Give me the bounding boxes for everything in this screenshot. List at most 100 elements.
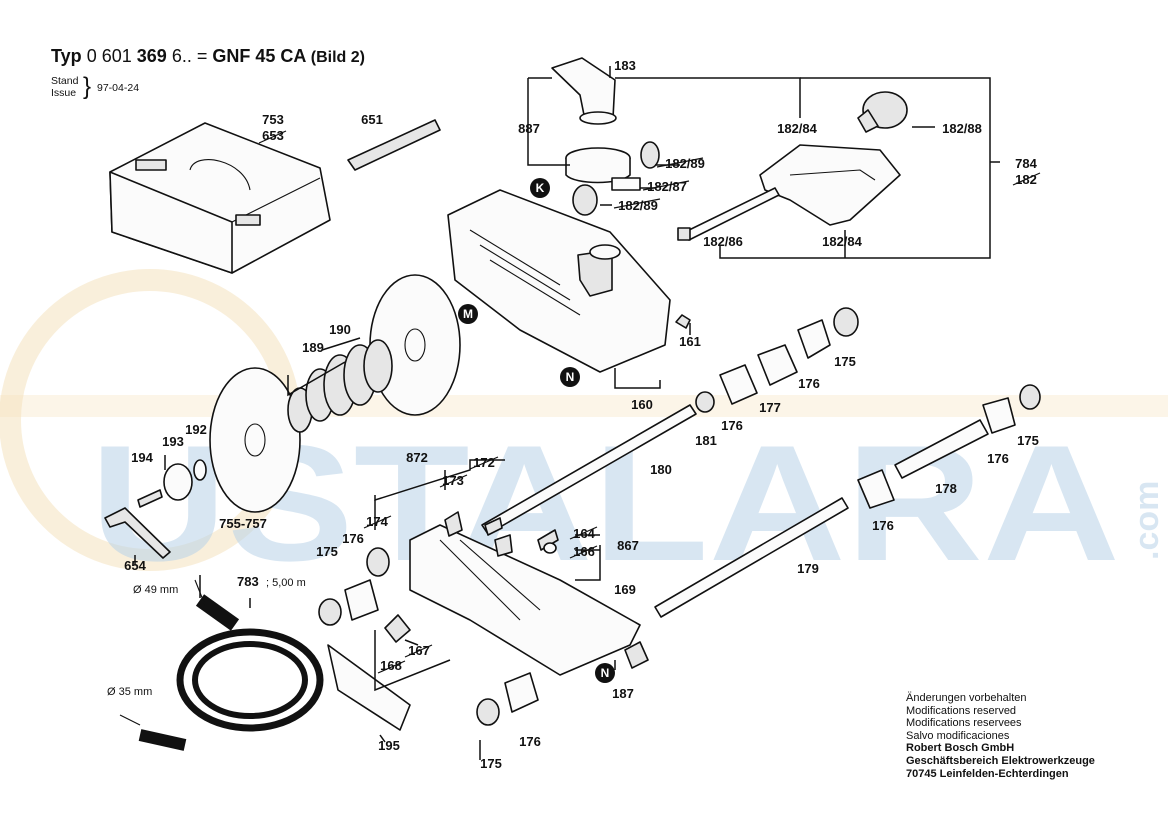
flange — [163, 463, 193, 501]
auxiliary-handle — [677, 91, 908, 241]
label-166: 166 — [573, 544, 595, 559]
label-175-b: 175 — [1017, 433, 1039, 448]
label-160: 160 — [631, 397, 653, 412]
label-167: 167 — [408, 643, 430, 658]
label-176-c: 176 — [987, 451, 1009, 466]
label-176-e: 176 — [342, 531, 364, 546]
base-frame — [327, 511, 649, 731]
notice-division: Geschäftsbereich Elektrowerkzeuge — [906, 754, 1095, 767]
label-193: 193 — [162, 434, 184, 449]
dust-port — [551, 57, 616, 121]
leader-lines — [134, 66, 1000, 760]
label-169: 169 — [614, 582, 636, 597]
page-title: Typ 0 601 369 6.. = GNF 45 CA (Bild 2) — [51, 46, 365, 67]
label-178: 178 — [935, 481, 957, 496]
label-653: 653 — [262, 128, 284, 143]
label-176-b: 176 — [721, 418, 743, 433]
label-187: 187 — [612, 686, 634, 701]
label-195: 195 — [378, 738, 400, 753]
carry-case — [109, 122, 331, 274]
hose-diameter-small: Ø 35 mm — [107, 686, 152, 698]
hose-diameter-large: Ø 49 mm — [133, 584, 178, 596]
notice-address: 70745 Leinfelden-Echterdingen — [906, 767, 1069, 780]
hose-labels: 783 ; 5,00 m Ø 49 mm Ø 35 mm — [107, 574, 306, 698]
label-177: 177 — [759, 400, 781, 415]
diamond-blades — [209, 274, 461, 513]
notice-company: Robert Bosch GmbH — [906, 742, 1015, 755]
svg-text:N: N — [601, 666, 610, 680]
shaft-179 — [654, 497, 849, 618]
svg-text:M: M — [463, 307, 473, 321]
chisel — [347, 119, 441, 171]
label-176-a: 176 — [798, 376, 820, 391]
part-labels: 753 653 651 183 887 182/84 182/88 182/89… — [124, 58, 1039, 771]
marker-k: K — [530, 178, 550, 198]
hose-part-number: 783 — [237, 574, 259, 589]
label-176-d: 176 — [872, 518, 894, 533]
label-887: 887 — [518, 121, 540, 136]
marker-n-hood: N — [560, 367, 580, 387]
label-182: 182 — [1015, 172, 1037, 187]
label-182-86: 182/86 — [703, 234, 743, 249]
label-194: 194 — [131, 450, 153, 465]
hose-length: ; 5,00 m — [266, 577, 306, 589]
label-176-g: 176 — [519, 734, 541, 749]
issue-block: Stand Issue } 97-04-24 — [51, 75, 139, 100]
nut — [193, 459, 207, 481]
label-174: 174 — [366, 514, 388, 529]
suction-hose — [119, 579, 324, 751]
label-867: 867 — [617, 538, 639, 553]
modification-notice: Änderungen vorbehalten Modifications res… — [906, 692, 1095, 780]
label-189: 189 — [302, 340, 324, 355]
label-182-89-top: 182/89 — [665, 156, 705, 171]
label-753: 753 — [262, 112, 284, 127]
svg-text:K: K — [536, 181, 545, 195]
label-784: 784 — [1015, 156, 1037, 171]
label-173: 173 — [442, 473, 464, 488]
label-872: 872 — [406, 450, 428, 465]
notice-line-2: Modifications reserved — [906, 704, 1017, 717]
label-175-d: 175 — [480, 756, 502, 771]
marker-m: M — [458, 304, 478, 324]
label-182-84-top: 182/84 — [777, 121, 818, 136]
title-suffix: 6.. = — [171, 46, 208, 66]
label-183: 183 — [614, 58, 636, 73]
title-model: GNF 45 CA — [212, 46, 306, 66]
issue-brace: } — [83, 73, 92, 100]
issue-stand: Stand — [51, 75, 79, 87]
label-182-88: 182/88 — [942, 121, 982, 136]
issue-issue: Issue — [51, 87, 77, 99]
hex-key — [104, 507, 171, 559]
issue-date: 97-04-24 — [97, 82, 140, 94]
label-654: 654 — [124, 558, 146, 573]
clamp-screw — [137, 489, 163, 508]
shaft-178 — [894, 419, 989, 479]
label-181: 181 — [695, 433, 717, 448]
guard-hood — [447, 189, 691, 373]
watermark-suffix: .com — [1128, 481, 1166, 560]
label-651: 651 — [361, 112, 383, 127]
notice-line-1: Änderungen vorbehalten — [906, 692, 1027, 704]
notice-line-3: Modifications reservees — [906, 717, 1022, 730]
title-number-bold: 369 — [136, 46, 167, 66]
label-190: 190 — [329, 322, 351, 337]
notice-line-4: Salvo modificaciones — [906, 729, 1010, 742]
label-179: 179 — [797, 561, 819, 576]
label-168: 168 — [380, 658, 402, 673]
label-175-c: 175 — [316, 544, 338, 559]
label-182-84-bottom: 182/84 — [822, 234, 863, 249]
marker-n-frame: N — [595, 663, 615, 683]
label-164: 164 — [573, 526, 595, 541]
label-192: 192 — [185, 422, 207, 437]
label-172: 172 — [473, 455, 495, 470]
label-161: 161 — [679, 334, 701, 349]
title-number-plain: 0 601 — [86, 46, 132, 66]
label-175-a: 175 — [834, 354, 856, 369]
label-182-87: 182/87 — [647, 179, 687, 194]
strike-lines — [258, 130, 1041, 674]
dust-port-ring — [579, 111, 617, 125]
title-bild: (Bild 2) — [310, 49, 365, 66]
adapter-parts — [565, 141, 660, 216]
label-180: 180 — [650, 462, 672, 477]
